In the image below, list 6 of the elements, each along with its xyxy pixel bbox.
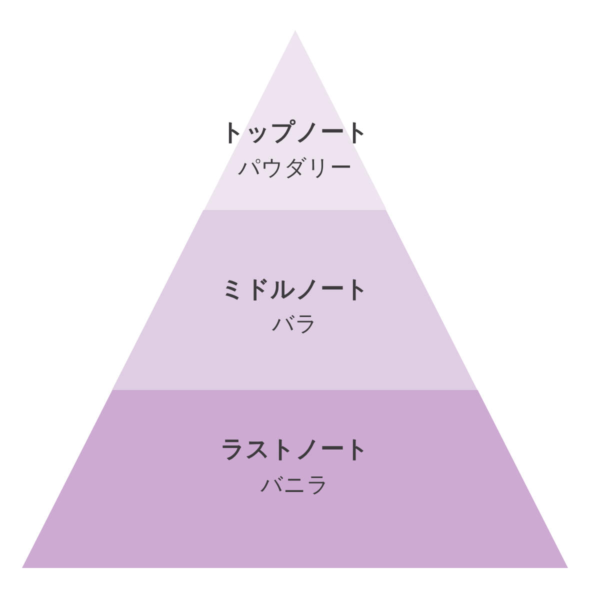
layer-title: ラストノート (220, 434, 370, 465)
layer-text: バラ (272, 311, 318, 339)
layer-title: ミドルノート (220, 274, 370, 305)
layer-text: バニラ (260, 472, 330, 500)
layer-title: トップノート (220, 117, 370, 148)
layer-text: パウダリー (238, 155, 352, 183)
